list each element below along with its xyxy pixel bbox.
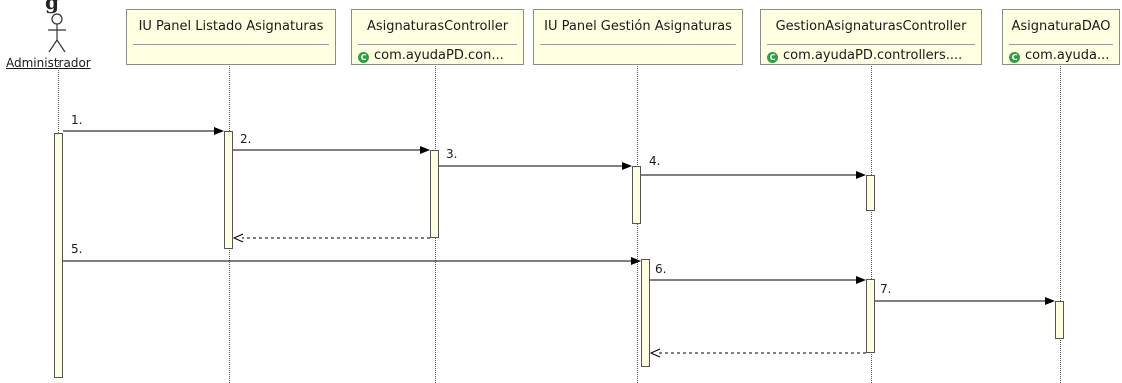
activation-bar-iu-panel-gestion-1[interactable] bbox=[632, 166, 641, 224]
message-1-label: 1. bbox=[71, 113, 83, 127]
message-7-arrow[interactable] bbox=[875, 297, 1055, 305]
message-6-label: 6. bbox=[655, 262, 667, 276]
message-2-label: 2. bbox=[240, 132, 252, 146]
return-arrow-2[interactable] bbox=[649, 348, 866, 358]
participant-iu-panel-gestion[interactable]: IU Panel Gestión Asignaturas bbox=[533, 9, 743, 65]
message-5-arrow[interactable] bbox=[63, 257, 641, 265]
message-5-label: 5. bbox=[71, 242, 83, 256]
message-6-arrow[interactable] bbox=[650, 276, 866, 284]
participant-divider bbox=[1009, 44, 1113, 45]
message-4-arrow[interactable] bbox=[641, 171, 866, 179]
activation-bar-asignaturas-controller[interactable] bbox=[430, 150, 439, 238]
participant-divider bbox=[358, 44, 517, 45]
lifeline-gestion-asignaturas-controller bbox=[871, 66, 872, 383]
return-arrow-1[interactable] bbox=[232, 233, 430, 243]
participant-name: GestionAsignaturasController bbox=[775, 19, 967, 34]
activation-bar-gestion-controller-1[interactable] bbox=[866, 175, 875, 211]
message-1-arrow[interactable] bbox=[63, 127, 224, 135]
message-4-label: 4. bbox=[649, 154, 661, 168]
activation-bar-iu-panel-gestion-2[interactable] bbox=[641, 259, 650, 367]
package-text: com.ayuda... bbox=[1025, 48, 1110, 63]
lifeline-asignatura-dao bbox=[1060, 66, 1061, 383]
participant-name: AsignaturaDAO bbox=[1011, 19, 1111, 34]
participant-name: IU Panel Gestión Asignaturas bbox=[544, 19, 732, 34]
message-2-arrow[interactable] bbox=[233, 146, 430, 154]
lifeline-iu-panel-gestion bbox=[637, 66, 638, 383]
activation-bar-asignatura-dao[interactable] bbox=[1055, 301, 1064, 339]
participant-divider bbox=[540, 44, 736, 45]
actor-name: Administrador bbox=[6, 56, 91, 70]
participant-divider bbox=[133, 44, 329, 45]
package-text: com.ayudaPD.controllers.... bbox=[783, 48, 963, 63]
message-7-label: 7. bbox=[880, 282, 892, 296]
activation-bar-gestion-controller-2[interactable] bbox=[866, 279, 875, 353]
diagram-title-fragment: g bbox=[45, 0, 59, 14]
activation-bar-actor[interactable] bbox=[54, 133, 63, 378]
activation-bar-iu-panel-listado[interactable] bbox=[224, 131, 233, 249]
participant-divider bbox=[767, 44, 975, 45]
participant-name: AsignaturasController bbox=[366, 19, 509, 34]
participant-iu-panel-listado[interactable]: IU Panel Listado Asignaturas bbox=[126, 9, 336, 65]
message-3-label: 3. bbox=[446, 147, 458, 161]
participant-name: IU Panel Listado Asignaturas bbox=[138, 19, 324, 34]
class-circle-icon: C bbox=[767, 52, 778, 63]
message-3-arrow[interactable] bbox=[439, 162, 632, 170]
package-text: com.ayudaPD.con... bbox=[374, 48, 504, 63]
stick-figure-icon bbox=[48, 13, 66, 53]
class-circle-icon: C bbox=[1009, 52, 1020, 63]
class-circle-icon: C bbox=[358, 52, 369, 63]
